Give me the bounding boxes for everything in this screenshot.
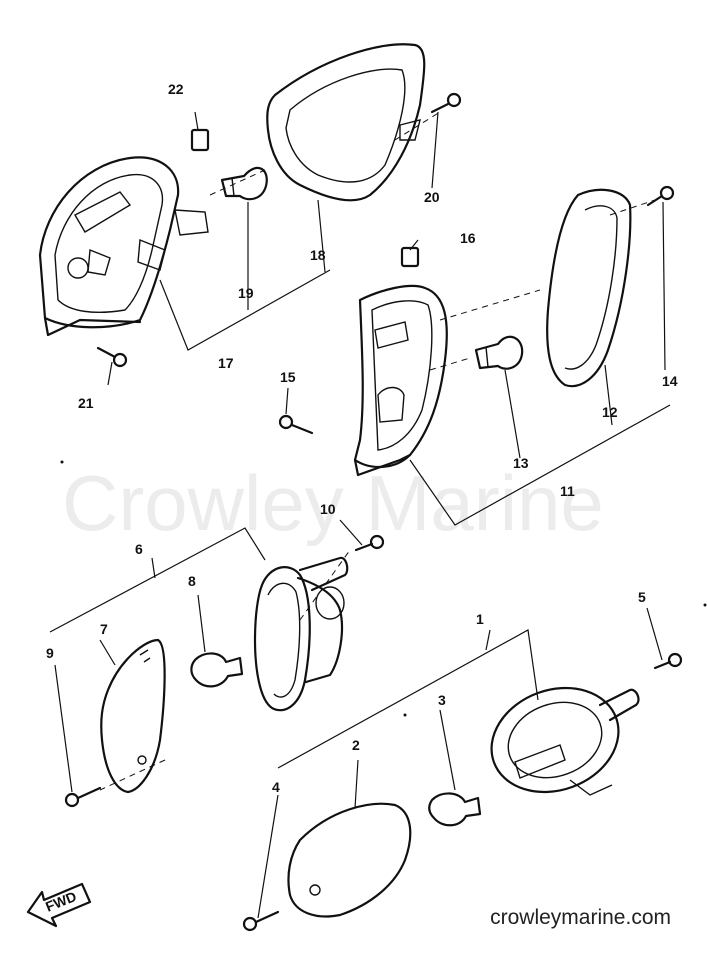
screw-14	[646, 185, 675, 207]
callout-11: 11	[560, 483, 575, 499]
screw-21	[96, 346, 128, 368]
assembly-line-lower	[99, 549, 351, 791]
callout-8: 8	[188, 573, 196, 589]
callout-10: 10	[320, 501, 336, 517]
leader-lines	[49, 111, 671, 919]
callout-7: 7	[100, 621, 108, 637]
fwd-label: FWD	[43, 888, 79, 915]
screw-10	[354, 534, 385, 552]
assembly-line-upper	[209, 111, 441, 196]
lens-18	[266, 43, 426, 202]
screw-4	[242, 910, 280, 932]
assembly-line-middle	[429, 199, 656, 371]
callout-18: 18	[310, 247, 326, 263]
fwd-arrow-icon: FWD	[26, 882, 92, 928]
screw-20	[430, 92, 462, 114]
bulb-8	[190, 652, 244, 688]
callout-20: 20	[424, 189, 440, 205]
callout-21: 21	[78, 395, 94, 411]
footer-url: crowleymarine.com	[490, 906, 671, 929]
screw-9	[64, 786, 102, 808]
callout-15: 15	[280, 369, 296, 385]
lens-12	[546, 188, 632, 388]
lens-7	[100, 638, 166, 794]
dot-mark	[703, 603, 707, 607]
housing-lower-right	[490, 686, 640, 796]
screw-15	[278, 414, 314, 435]
callout-13: 13	[513, 455, 529, 471]
callout-14: 14	[662, 373, 678, 389]
housing-upper-left	[38, 156, 209, 337]
callout-22: 22	[168, 81, 184, 97]
dot-mark	[403, 713, 407, 717]
callout-4: 4	[272, 779, 280, 795]
callout-labels: 1 2 3 4 5 6 7 8 9 10 11 12 13 14 15 16 1…	[46, 81, 678, 795]
housing-middle-left	[253, 556, 349, 712]
callout-17: 17	[218, 355, 234, 371]
callout-9: 9	[46, 645, 54, 661]
lens-2	[287, 802, 412, 918]
callout-5: 5	[638, 589, 646, 605]
callout-19: 19	[238, 285, 254, 301]
screw-5	[653, 652, 683, 670]
callout-12: 12	[602, 404, 618, 420]
callout-1: 1	[476, 611, 484, 627]
callout-6: 6	[135, 541, 143, 557]
callout-3: 3	[438, 692, 446, 708]
watermark: Crowley Marine	[62, 459, 604, 547]
clip-22	[190, 128, 210, 152]
callout-16: 16	[460, 230, 476, 246]
bulb-19	[220, 166, 268, 201]
clip-16	[400, 246, 420, 268]
bulb-13	[474, 335, 524, 370]
callout-2: 2	[352, 737, 360, 753]
bulb-3	[428, 792, 482, 827]
housing-right-middle	[353, 284, 448, 477]
dot-mark	[60, 460, 64, 464]
